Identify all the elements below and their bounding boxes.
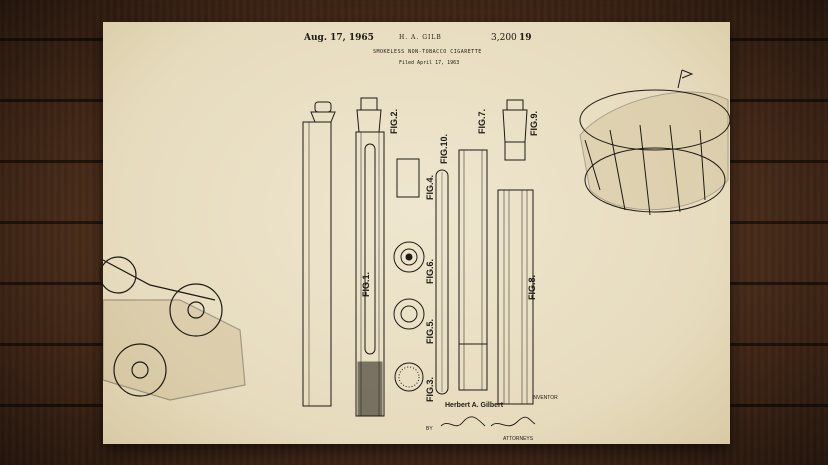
attorney-signature — [440, 416, 536, 427]
attorneys-label: ATTORNEYS — [503, 436, 534, 442]
sheet-number: 19 — [519, 33, 532, 43]
vehicle-illustration — [99, 256, 246, 401]
fig5-drawing — [393, 298, 425, 330]
fig10-drawing — [435, 169, 449, 395]
inventor-name: Herbert A. Gilbert — [445, 402, 504, 409]
patent-date: Aug. 17, 1965 — [304, 33, 374, 43]
patent-drawings — [302, 97, 536, 427]
fig9-drawing — [502, 99, 528, 161]
patent-number: 3,200 — [491, 33, 517, 43]
patent-inventor-header: H. A. GILB — [399, 34, 442, 41]
fig8-drawing — [497, 189, 534, 405]
fig2-drawing — [355, 97, 385, 417]
fig4-drawing — [396, 158, 420, 198]
inventor-label: INVENTOR — [532, 395, 558, 401]
fig3-drawing — [394, 362, 424, 392]
by-label: BY — [426, 426, 433, 432]
filed-date: Filed April 17, 1963 — [399, 60, 460, 66]
fig7-drawing — [458, 149, 488, 391]
fig1-drawing — [302, 101, 336, 407]
patent-title: SMOKELESS NON-TOBACCO CIGARETTE — [373, 49, 482, 55]
fig6-drawing — [393, 241, 425, 273]
carousel-illustration — [579, 69, 731, 216]
